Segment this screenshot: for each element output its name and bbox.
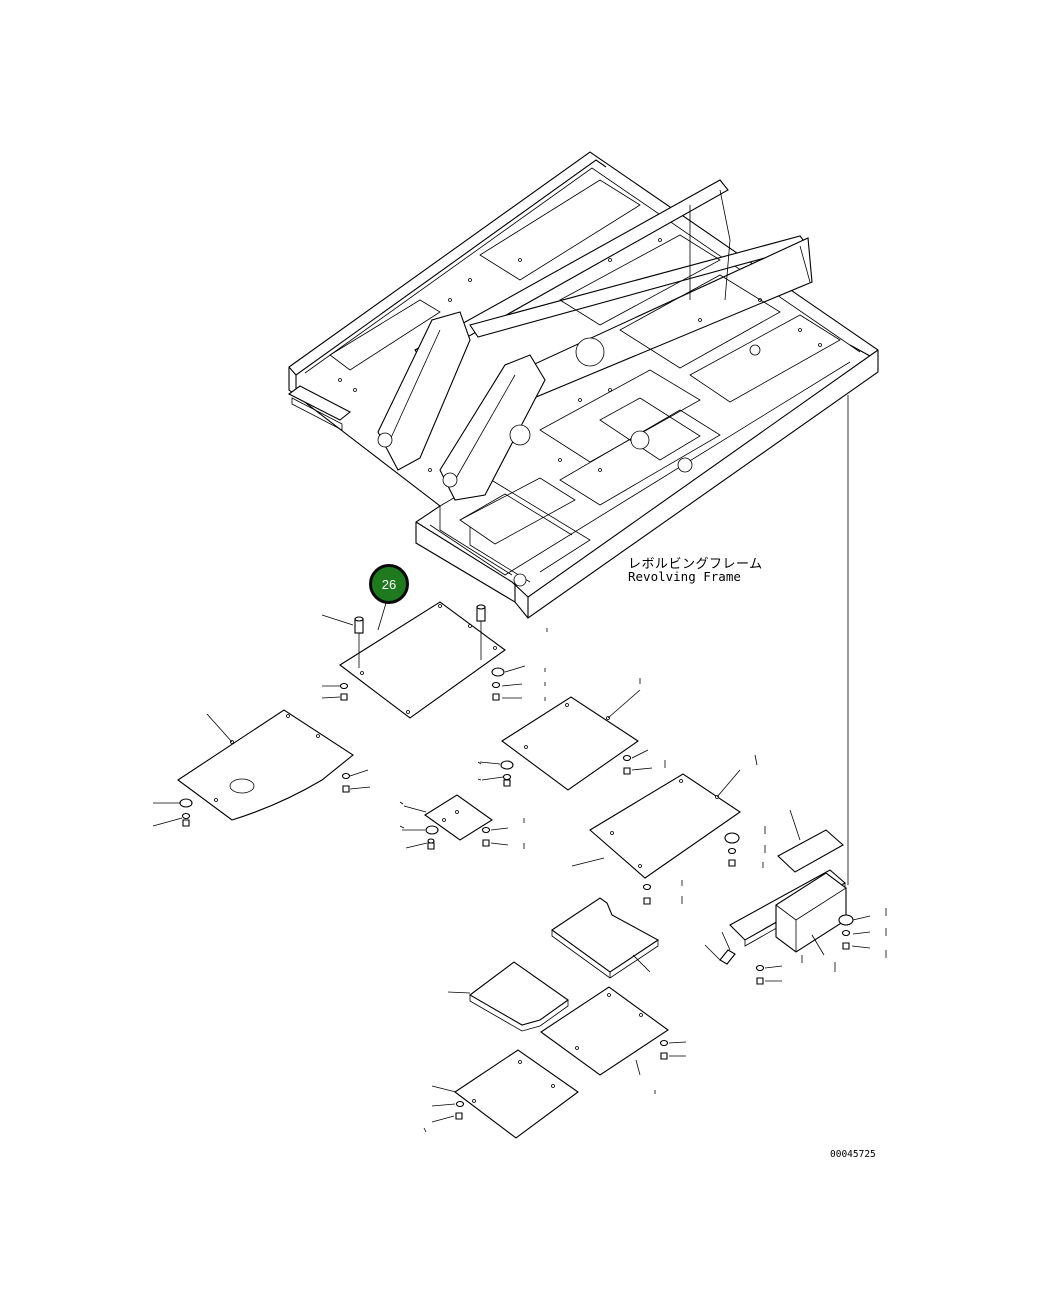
side-box-assembly [704,809,871,985]
lower-plate-a [551,897,660,979]
cover-plate-26 [321,601,526,719]
revolving-frame-label-japanese: レボルビングフレーム [628,557,763,572]
lower-plate-c [540,986,687,1076]
lower-plate-b [447,961,569,1032]
part-callout-number: 26 [381,576,397,592]
upper-right-plate [479,689,653,791]
drawing-number: 00045725 [830,1149,876,1160]
revolving-frame [287,151,879,619]
lower-plate-d [431,1049,579,1139]
right-large-plate [571,769,741,905]
left-floor-plate [152,709,371,827]
small-center-plate [402,794,509,850]
revolving-frame-label-english: Revolving Frame [628,569,741,584]
reference-tick-marks [399,628,887,1133]
part-callout-26[interactable]: 26 [369,564,409,604]
